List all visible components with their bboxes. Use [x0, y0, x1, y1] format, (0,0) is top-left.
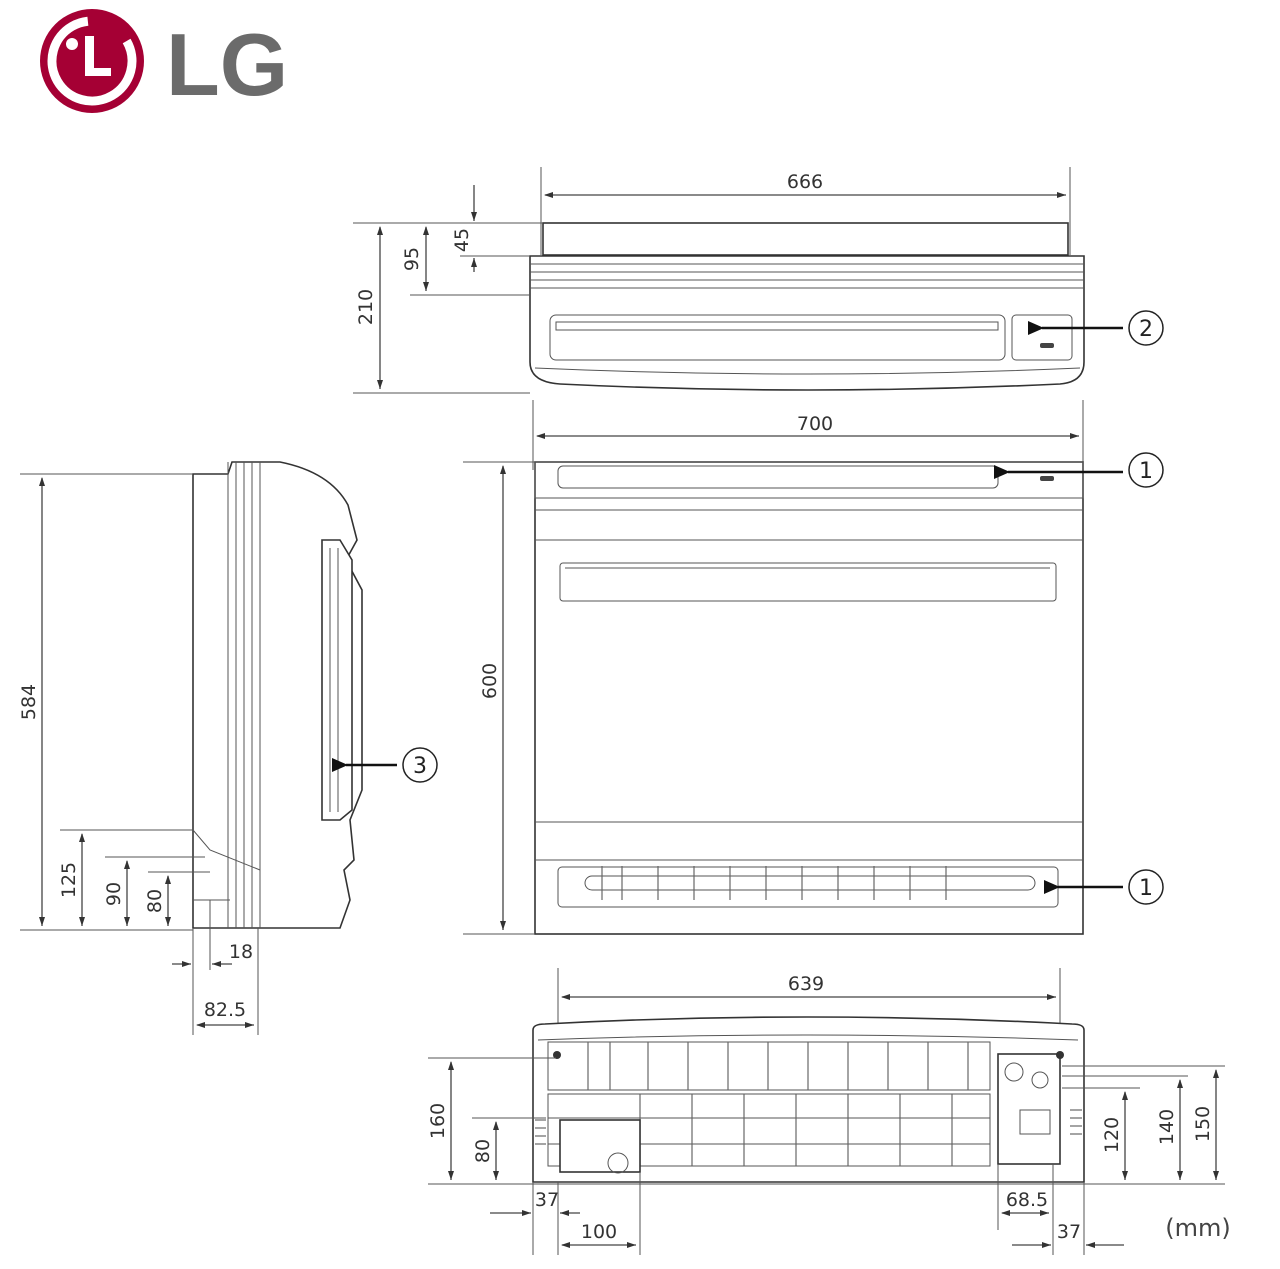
lg-logo: LG: [40, 9, 288, 114]
dim-100: 100: [581, 1221, 617, 1243]
side-view: 584 125 90 80 18 82.5 3: [18, 461, 438, 1035]
dim-18: 18: [229, 941, 253, 963]
dim-700: 700: [797, 413, 833, 435]
dim-600: 600: [479, 663, 501, 699]
callout-2: 2: [1139, 317, 1153, 342]
dim-80-side: 80: [144, 889, 166, 913]
dim-140: 140: [1156, 1109, 1178, 1145]
dim-68-5: 68.5: [1006, 1189, 1048, 1211]
callout-1-top: 1: [1139, 459, 1153, 484]
dim-639: 639: [788, 973, 824, 995]
dim-150: 150: [1192, 1106, 1214, 1142]
dim-90: 90: [103, 882, 125, 906]
callout-3: 3: [413, 754, 427, 779]
bottom-view: 639: [427, 968, 1231, 1255]
dim-120: 120: [1101, 1117, 1123, 1153]
dim-666: 666: [787, 171, 823, 193]
dim-37-left: 37: [535, 1189, 559, 1211]
lg-logo-text: LG: [166, 15, 288, 114]
dim-95: 95: [401, 247, 423, 271]
dim-125: 125: [58, 862, 80, 898]
top-view: 666 45 95 210 2: [353, 167, 1164, 394]
unit-label: (mm): [1165, 1214, 1230, 1242]
dim-82-5: 82.5: [204, 999, 246, 1021]
front-view: 700 600 1 1: [463, 400, 1164, 935]
dim-160: 160: [427, 1103, 449, 1139]
dim-80-bottom: 80: [472, 1139, 494, 1163]
dim-584: 584: [18, 684, 40, 720]
callout-1-bottom: 1: [1139, 876, 1153, 901]
dim-37-right: 37: [1057, 1221, 1081, 1243]
dim-210: 210: [355, 289, 377, 325]
dim-45: 45: [451, 228, 473, 252]
